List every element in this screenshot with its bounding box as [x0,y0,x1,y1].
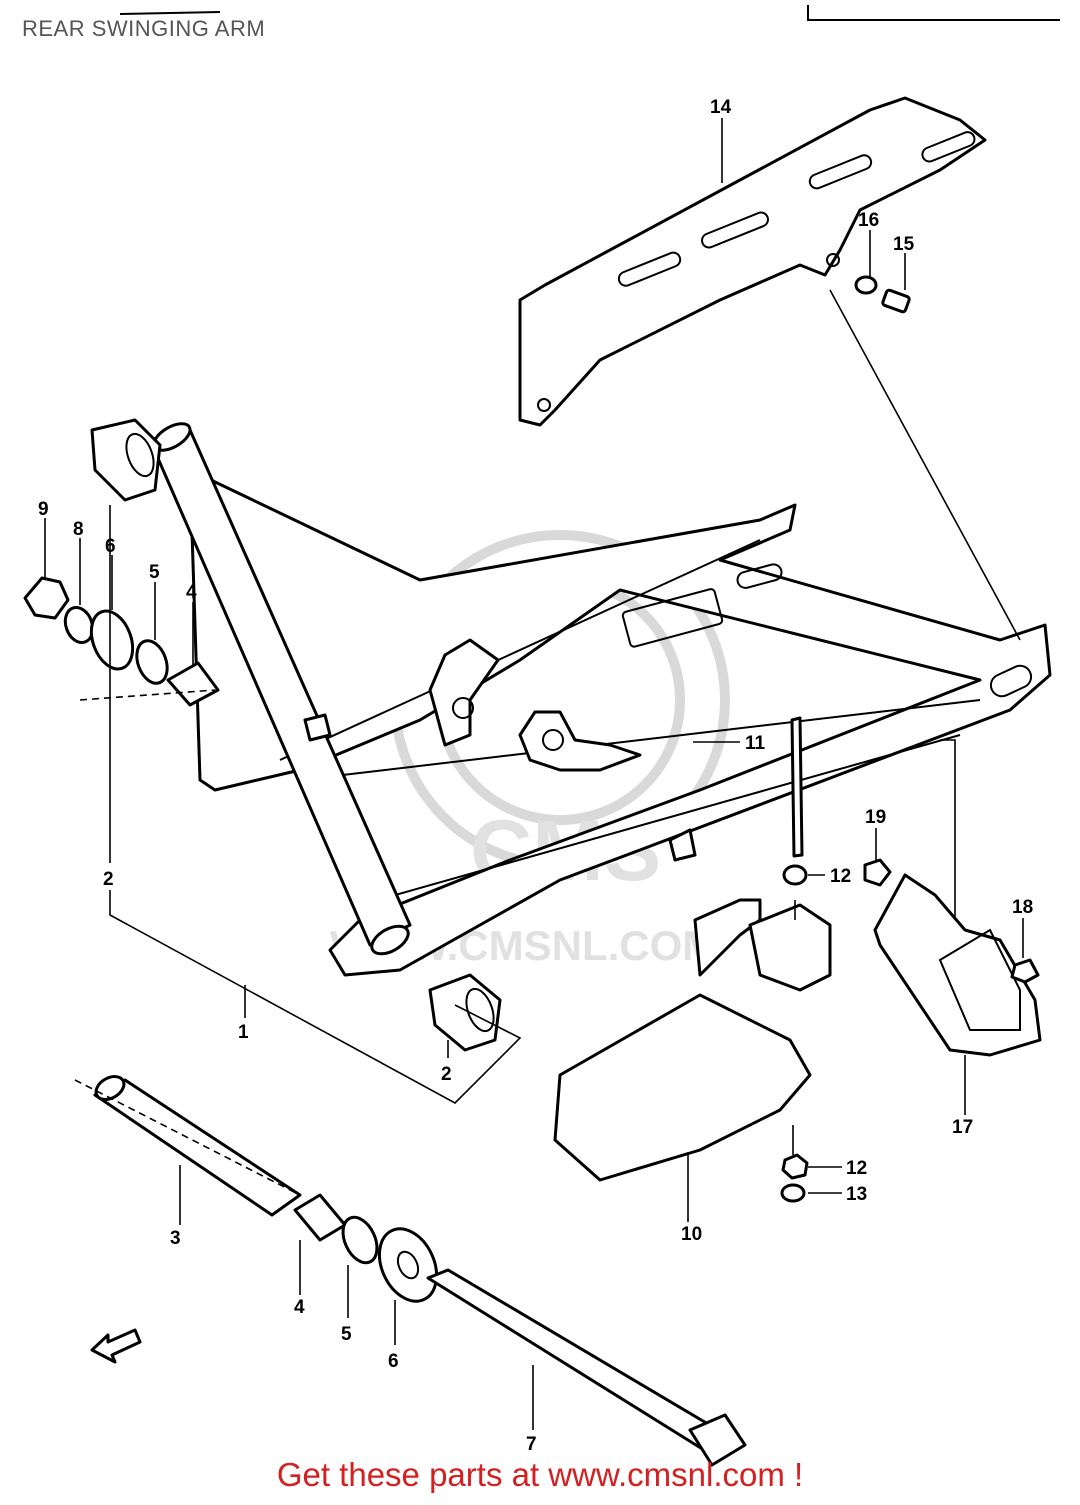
swing-arm[interactable] [148,418,1052,977]
shock-mount-left [428,638,500,747]
washer-8[interactable] [61,604,98,647]
callout-13: 13 [846,1184,867,1205]
callout-12-upper: 12 [830,866,851,887]
callout-2-lower: 2 [441,1064,452,1085]
washer-13[interactable] [780,1183,806,1203]
bolt-11[interactable] [790,716,804,858]
front-arrow-icon [90,1328,142,1364]
nut-12-upper[interactable] [782,864,808,886]
pivot-nut-9[interactable] [23,576,70,620]
callout-2-upper: 2 [103,869,114,890]
page-title: REAR SWINGING ARM [22,16,266,41]
washer-5-lower[interactable] [336,1212,383,1268]
leader-lines [44,118,1024,1430]
chain-case[interactable] [518,96,987,427]
callout-10: 10 [681,1224,702,1245]
nut-12-lower[interactable] [781,1153,809,1180]
callout-6: 6 [105,536,116,557]
washer-16[interactable] [854,275,878,295]
callout-1: 1 [238,1022,249,1043]
callout-4: 4 [186,582,197,603]
chain-guide-17[interactable] [873,873,1042,1057]
callout-11: 11 [745,733,766,754]
washer-5[interactable] [131,637,172,688]
frame-corner [807,5,1060,21]
spacer-4[interactable] [166,661,220,707]
chain-buffer-10[interactable] [553,898,832,1182]
axis-line-upper [79,689,216,701]
shock-mount-right [518,710,642,772]
callout-14: 14 [710,97,732,118]
dust-seal-6[interactable] [84,605,140,674]
bolt-18[interactable] [1010,958,1040,984]
cable-guide-11 [668,828,697,862]
bearing-2-lower[interactable] [428,973,502,1052]
get-parts-link[interactable]: Get these parts at www.cmsnl.com ! [276,1456,804,1493]
axis-line-lower [74,1079,301,1196]
pivot-sleeve-3[interactable] [92,1072,302,1217]
callout-18: 18 [1012,897,1033,918]
callout-8: 8 [73,519,84,540]
bearing-2-upper[interactable] [90,418,162,502]
callout-16: 16 [858,210,879,231]
figure-number-mark [119,11,221,15]
callout-9: 9 [38,499,49,520]
spacer-4-lower[interactable] [293,1193,347,1242]
callout-6-lower: 6 [388,1351,399,1372]
callout-17: 17 [952,1117,973,1138]
callout-15: 15 [893,234,915,255]
callout-12-lower: 12 [846,1158,867,1179]
bolt-19[interactable] [863,858,892,887]
pivot-shaft-7[interactable] [426,1268,747,1467]
callout-19: 19 [865,807,886,828]
dust-seal-6-lower[interactable] [368,1220,447,1311]
callout-7: 7 [526,1434,537,1455]
callout-5-lower: 5 [341,1324,352,1345]
callout-4-lower: 4 [294,1297,305,1318]
callout-3: 3 [170,1228,181,1249]
bolt-15[interactable] [881,288,911,314]
callout-5: 5 [149,562,160,583]
